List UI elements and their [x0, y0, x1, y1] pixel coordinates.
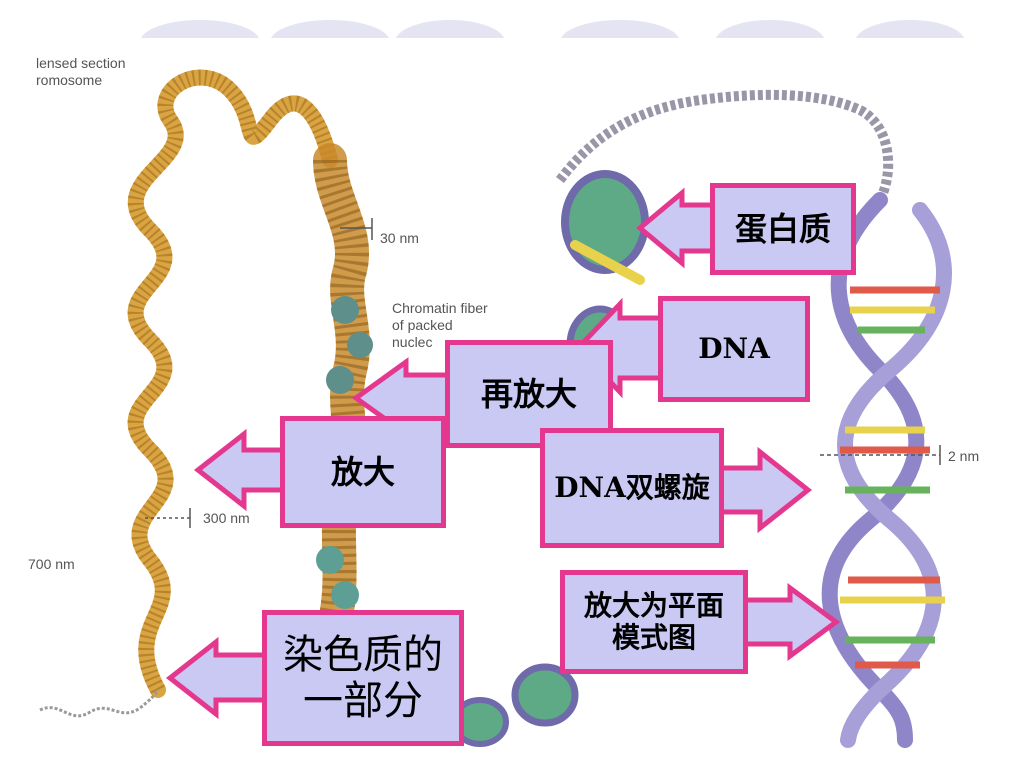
- histone-core: [511, 663, 579, 727]
- label-2nm: 2 nm: [948, 448, 980, 464]
- callout-double-helix: DNA双螺旋: [540, 428, 724, 548]
- label-700nm: 700 nm: [28, 556, 75, 572]
- callout-protein-text: 蛋白质: [734, 209, 831, 248]
- callout-zoom-again-text: 再放大: [480, 374, 577, 413]
- arrow-flat-model: [742, 583, 841, 661]
- callout-protein: 蛋白质: [710, 183, 856, 275]
- histone-tail: [570, 240, 645, 285]
- callout-zoom: 放大: [280, 416, 446, 528]
- callout-chromatin-part-line1: 染色质的: [283, 632, 443, 678]
- arrow-double-helix: [718, 446, 813, 534]
- arrow-protein: [636, 187, 717, 269]
- chromatin-fiber-label: Chromatin fiber of packed nuclec: [392, 300, 488, 350]
- arrow-chromatin-part: [165, 636, 269, 720]
- helix-strand-b: [837, 202, 952, 748]
- label-300nm: 300 nm: [203, 510, 250, 526]
- nucleosome: [331, 581, 359, 609]
- thin-thread: [39, 689, 160, 718]
- callout-flat-model: 放大为平面 模式图: [560, 570, 748, 674]
- nucleosome: [347, 332, 373, 358]
- arrow-zoom: [193, 428, 286, 512]
- condensed-chromosome-label: lensed section romosome: [36, 55, 126, 88]
- label-30nm: 30 nm: [380, 230, 419, 246]
- callout-dna-text: DNA: [698, 331, 770, 365]
- dna-double-helix: [820, 192, 952, 748]
- coiled-fiber: [313, 143, 370, 657]
- callout-dna: DNA: [658, 296, 810, 402]
- callout-zoom-text: 放大: [330, 452, 395, 491]
- beads-on-string: [556, 89, 894, 203]
- callout-flat-model-line1: 放大为平面: [583, 588, 724, 622]
- callout-chromatin-part-line2: 一部分: [303, 678, 423, 724]
- chromatin-loop-texture: [127, 69, 338, 694]
- nucleosome: [326, 366, 354, 394]
- base-pairs: [840, 286, 945, 669]
- nucleosome: [316, 546, 344, 574]
- callout-flat-model-line2: 模式图: [611, 621, 696, 654]
- callout-chromatin-part: 染色质的 一部分: [262, 610, 464, 746]
- nucleosome: [331, 296, 359, 324]
- condensed-chromosome: [39, 69, 338, 718]
- callout-double-helix-text: DNA双螺旋: [554, 470, 710, 504]
